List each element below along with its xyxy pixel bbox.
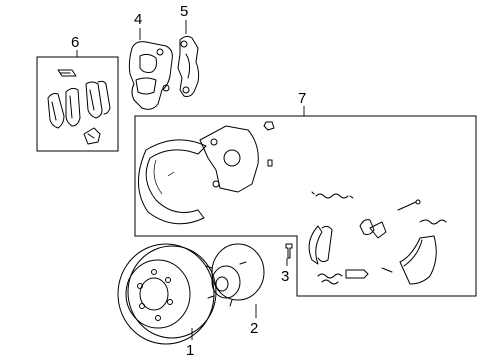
rotor-outer: [117, 243, 215, 345]
splash-shield: [137, 139, 207, 225]
hold-down-spring: [321, 279, 339, 285]
callout-1: 1: [186, 342, 194, 359]
callout-2: 2: [250, 320, 258, 337]
parking-brake-box: [134, 115, 477, 297]
pad-detail: [51, 101, 57, 121]
brake-rotor: [117, 243, 217, 345]
bracket-hole-top: [180, 40, 188, 48]
spring-hooks: [311, 191, 354, 199]
actuator-strut: [369, 221, 387, 239]
pin-head: [415, 199, 421, 205]
brake-shoe-left: [308, 225, 323, 265]
brake-pad-set: [36, 56, 119, 152]
leader-lines: [76, 20, 305, 340]
rotor-vented-face: [127, 245, 217, 339]
hub-flange: [211, 243, 265, 301]
callout-3: 3: [281, 268, 289, 285]
backing-plate-hole: [210, 138, 218, 146]
brake-caliper: [128, 41, 173, 110]
pin-top: [397, 201, 417, 211]
return-spring-top: [315, 193, 349, 199]
rotor-hat: [125, 259, 191, 329]
brake-pad-right-inner: [85, 81, 103, 119]
adjuster-nut: [263, 121, 275, 131]
adjuster-screw: [345, 269, 369, 279]
rotor-center-bore: [139, 277, 169, 311]
brake-pad-left-inner: [65, 87, 81, 127]
caliper-piston-bore: [139, 53, 157, 73]
bracket-body: [177, 35, 200, 97]
return-spring-bottom: [317, 273, 343, 279]
caliper-bracket: [177, 35, 200, 97]
brake-pad-left-outer: [47, 93, 65, 129]
adjuster-end: [381, 267, 393, 273]
rotor-stud-hole: [165, 277, 171, 283]
small-clip: [267, 159, 273, 167]
caliper-bleeder: [156, 48, 164, 56]
backing-plate: [199, 125, 259, 193]
pad-detail: [69, 95, 73, 119]
pad-clip-top: [57, 69, 77, 77]
caliper-bolt-hole: [162, 84, 170, 92]
brake-shoe-left-lining: [317, 225, 333, 263]
adjuster-lever: [359, 219, 375, 235]
adjuster-spring: [419, 219, 447, 225]
hub-center: [215, 276, 229, 292]
pad-set-box: [36, 56, 119, 152]
pad-detail: [89, 89, 95, 111]
stud-body: [285, 243, 293, 259]
callout-5: 5: [180, 3, 188, 20]
backing-plate-center: [223, 149, 241, 167]
rotor-stud-hole: [137, 283, 143, 289]
rotor-stud-hole: [155, 315, 161, 321]
callout-4: 4: [134, 11, 142, 28]
bracket-rail: [185, 53, 191, 79]
pad-clip-bottom: [83, 127, 101, 145]
brake-shoe-right: [399, 235, 437, 285]
hub-studs: [205, 261, 247, 307]
parking-brake-assembly: [134, 115, 477, 297]
backing-plate-hole: [212, 180, 220, 188]
splash-shield-detail: [153, 159, 175, 195]
caliper-window: [135, 77, 157, 95]
rotor-stud-hole: [151, 269, 157, 275]
hub-body: [211, 265, 241, 299]
rotor-stud-hole: [167, 299, 173, 305]
rotor-stud-hole: [139, 303, 145, 309]
wheel-hub: [205, 243, 265, 307]
brake-shoe-right-web: [403, 239, 423, 267]
brake-pad-right-outer: [97, 80, 111, 115]
wheel-stud: [285, 243, 293, 259]
callout-6: 6: [71, 34, 79, 51]
callout-7: 7: [298, 90, 306, 107]
bracket-hole-bottom: [182, 86, 190, 94]
caliper-body: [128, 41, 173, 110]
